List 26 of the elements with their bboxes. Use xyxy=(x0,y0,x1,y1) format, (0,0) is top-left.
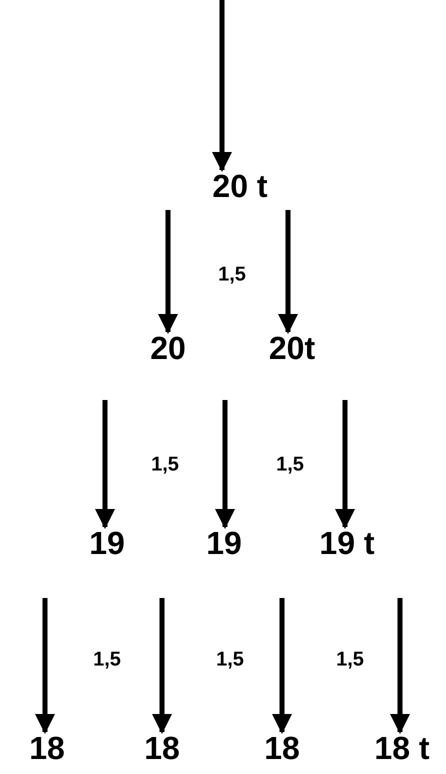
value-label: 18 xyxy=(262,730,302,766)
ratio-label: 1,5 xyxy=(93,648,121,672)
value-label: 19 xyxy=(87,525,127,561)
arrow xyxy=(152,598,172,734)
ratio-label: 1,5 xyxy=(151,454,179,476)
arrow xyxy=(278,210,298,334)
arrow xyxy=(212,0,232,172)
value-label: 20 xyxy=(148,330,188,366)
value-label: 18 xyxy=(27,730,67,766)
ratio-label: 1,5 xyxy=(336,648,364,672)
arrow xyxy=(95,400,115,529)
value-label: 19 xyxy=(204,525,244,561)
value-label: 18 t xyxy=(372,730,432,766)
arrow xyxy=(390,598,410,734)
value-label: 18 xyxy=(142,730,182,766)
arrow xyxy=(335,400,355,529)
arrow xyxy=(35,598,55,734)
arrow xyxy=(272,598,292,734)
ratio-label: 1,5 xyxy=(276,454,304,476)
arrow xyxy=(158,210,178,334)
ratio-label: 1,5 xyxy=(216,648,244,672)
value-label: 19 t xyxy=(317,525,377,561)
ratio-label: 1,5 xyxy=(218,264,246,286)
arrow xyxy=(215,400,235,529)
value-label: 20 t xyxy=(210,168,270,204)
value-label: 20t xyxy=(266,330,318,366)
